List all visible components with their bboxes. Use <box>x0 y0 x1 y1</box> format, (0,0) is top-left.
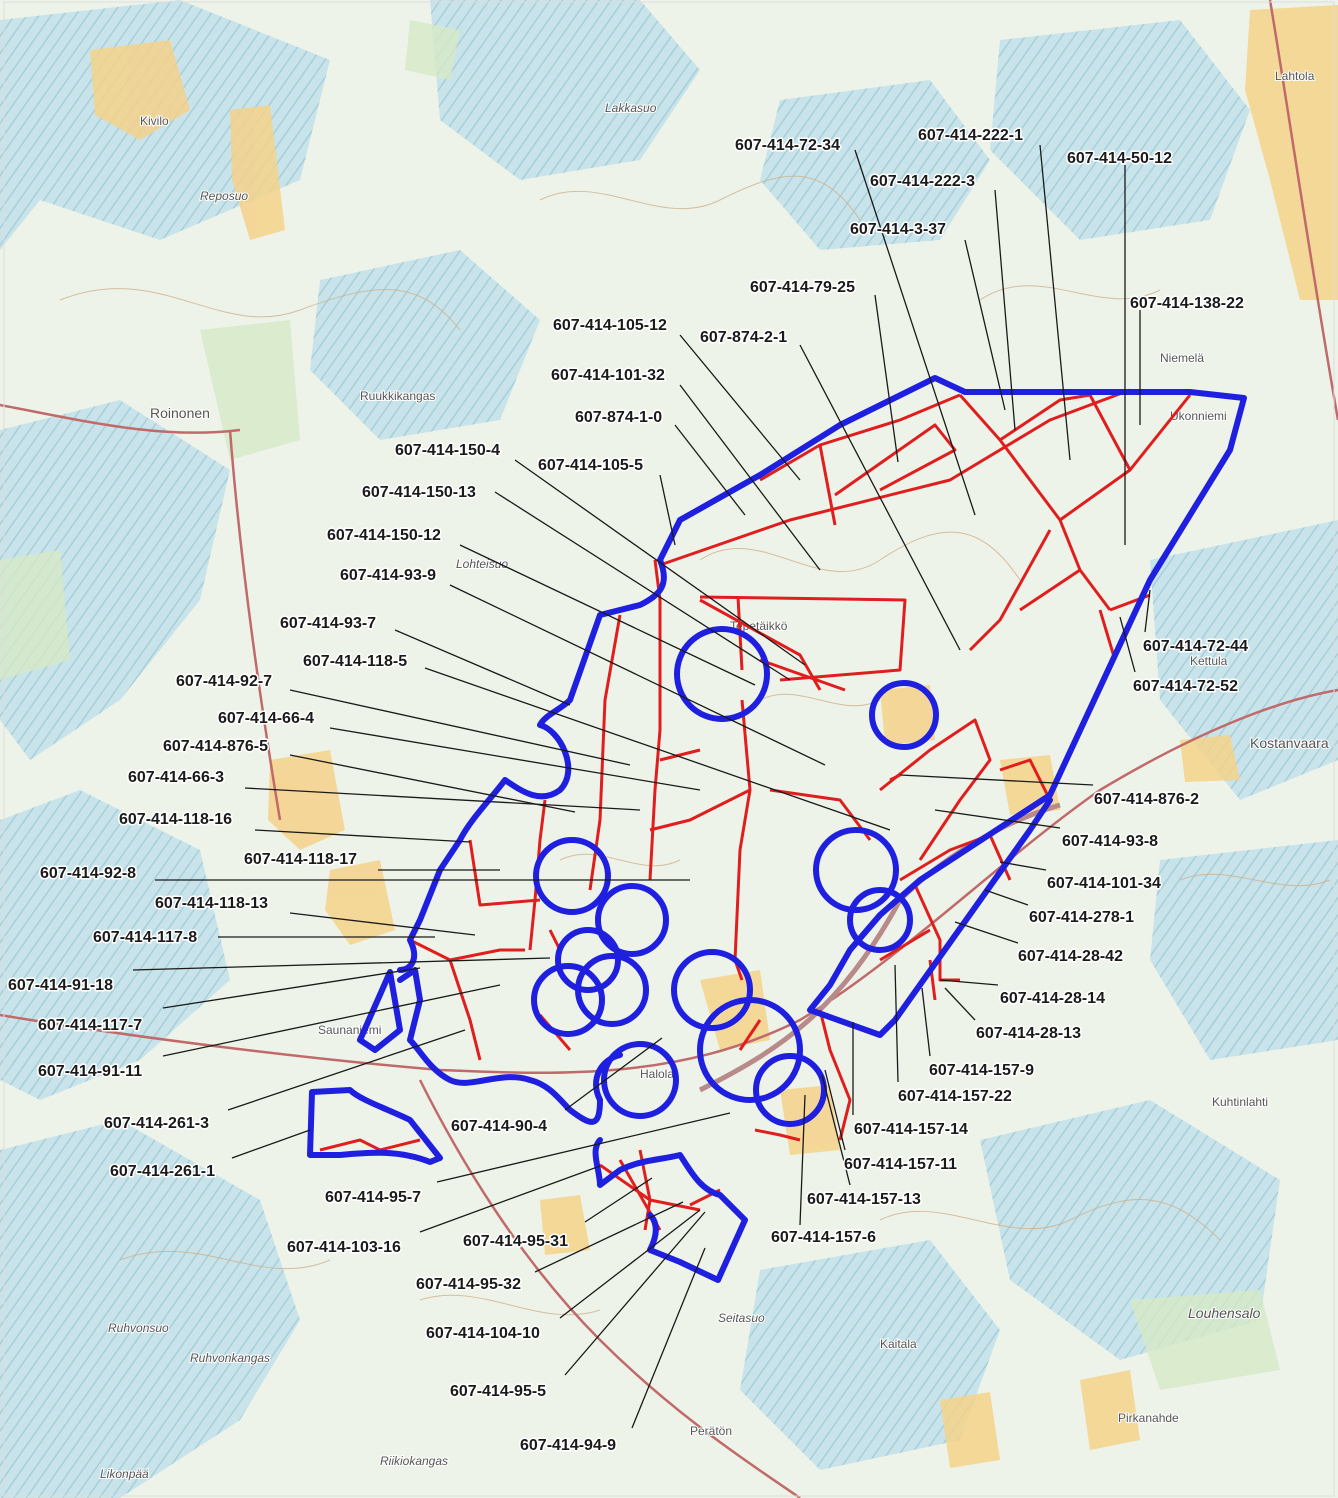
label-leader-lines <box>132 144 1151 1429</box>
place-pirkanahde: Pirkanahde <box>1118 1411 1179 1425</box>
place-halola: Halola <box>640 1067 674 1081</box>
parcel-label[interactable]: 607-414-222-3 <box>869 172 977 192</box>
parcel-label[interactable]: 607-414-118-13 <box>154 894 270 914</box>
parcel-label[interactable]: 607-414-117-8 <box>92 928 199 948</box>
parcel-labels: 607-414-72-34 607-414-222-1 607-414-50-1… <box>7 126 1250 1456</box>
parcel-label[interactable]: 607-414-28-13 <box>975 1024 1083 1044</box>
parcel-label[interactable]: 607-414-101-34 <box>1046 874 1163 894</box>
parcel-label[interactable]: 607-414-157-6 <box>770 1228 878 1248</box>
place-kostanvaara: Kostanvaara <box>1250 735 1329 751</box>
map-border <box>3 1 1335 1497</box>
contour-lines <box>59 175 1331 1316</box>
parcel-label[interactable]: 607-414-105-5 <box>537 456 645 476</box>
parcel-label[interactable]: 607-414-93-7 <box>279 614 378 634</box>
parcel-label[interactable]: 607-414-157-22 <box>897 1087 1014 1107</box>
place-ukonniemi: Ukonniemi <box>1170 409 1227 423</box>
place-kettula: Kettula <box>1190 654 1228 668</box>
parcel-label[interactable]: 607-414-3-37 <box>849 220 948 240</box>
parcel-label[interactable]: 607-414-101-32 <box>550 366 667 386</box>
parcel-label[interactable]: 607-414-95-7 <box>324 1188 423 1208</box>
parcel-label[interactable]: 607-414-92-7 <box>175 672 274 692</box>
parcel-label[interactable]: 607-414-261-1 <box>109 1162 217 1182</box>
place-names: Kivilo Lakkasuo Reposuo Roinonen Ruukkik… <box>99 68 1330 1482</box>
parcel-label[interactable]: 607-414-138-22 <box>1129 294 1246 314</box>
parcel-label[interactable]: 607-414-28-14 <box>999 989 1107 1009</box>
place-niemela: Niemelä <box>1160 351 1204 365</box>
parcel-label[interactable]: 607-414-222-1 <box>917 126 1025 146</box>
parcel-label[interactable]: 607-414-72-44 <box>1142 637 1250 657</box>
place-roinonen: Roinonen <box>150 405 210 421</box>
parcel-label[interactable]: 607-414-278-1 <box>1028 908 1136 928</box>
parcel-label[interactable]: 607-414-157-9 <box>928 1061 1036 1081</box>
parcel-label[interactable]: 607-414-93-8 <box>1061 832 1160 852</box>
parcel-label[interactable]: 607-414-105-12 <box>552 316 669 336</box>
parcel-label[interactable]: 607-414-103-16 <box>286 1238 403 1258</box>
place-lahtola: Lahtola <box>1275 69 1315 83</box>
parcel-label[interactable]: 607-414-150-12 <box>326 526 443 546</box>
parcel-label[interactable]: 607-414-28-42 <box>1017 947 1125 967</box>
parcel-label[interactable]: 607-414-157-14 <box>853 1120 970 1140</box>
place-lohteisuo: Lohteisuo <box>456 557 508 571</box>
parcel-label[interactable]: 607-414-157-11 <box>843 1155 959 1175</box>
place-reposuo: Reposuo <box>200 189 248 203</box>
parcel-label[interactable]: 607-414-876-2 <box>1093 790 1201 810</box>
place-peraton: Perätön <box>690 1424 732 1438</box>
parcel-label[interactable]: 607-414-118-5 <box>302 652 409 672</box>
place-kuhtinlahti: Kuhtinlahti <box>1212 1095 1268 1109</box>
place-riikiokangas: Riikiokangas <box>380 1454 448 1468</box>
place-saunaniemi: Saunaniemi <box>318 1023 381 1037</box>
parcel-label[interactable]: 607-414-90-4 <box>450 1117 549 1137</box>
parcel-label[interactable]: 607-414-95-5 <box>449 1382 548 1402</box>
parcel-label[interactable]: 607-414-72-34 <box>734 136 842 156</box>
parcel-lines <box>319 388 1192 1231</box>
place-seitasuo: Seitasuo <box>718 1311 765 1325</box>
parcel-label[interactable]: 607-874-2-1 <box>699 328 789 348</box>
project-boundary <box>307 375 1247 1283</box>
parcel-label[interactable]: 607-874-1-0 <box>574 408 664 428</box>
parcel-label[interactable]: 607-414-72-52 <box>1132 677 1240 697</box>
place-ruhvonkangas: Ruhvonkangas <box>190 1351 270 1365</box>
parcel-label[interactable]: 607-414-95-32 <box>415 1275 523 1295</box>
parcel-label[interactable]: 607-414-150-4 <box>394 441 502 461</box>
place-ruhvonsuo: Ruhvonsuo <box>108 1321 169 1335</box>
parcel-label[interactable]: 607-414-66-4 <box>217 709 316 729</box>
place-ruukkikangas: Ruukkikangas <box>360 389 435 403</box>
place-likonpaa: Likonpää <box>100 1467 149 1481</box>
place-louhensalo: Louhensalo <box>1188 1305 1261 1321</box>
parcel-label[interactable]: 607-414-91-18 <box>7 976 115 996</box>
parcel-label[interactable]: 607-414-50-12 <box>1066 149 1174 169</box>
parcel-label[interactable]: 607-414-118-17 <box>243 850 359 870</box>
place-lakkasuo: Lakkasuo <box>605 101 657 115</box>
parcel-label[interactable]: 607-414-104-10 <box>425 1324 542 1344</box>
forest-open-areas <box>0 20 1280 1390</box>
parcel-label[interactable]: 607-414-118-16 <box>118 810 234 830</box>
place-kivilo: Kivilo <box>140 114 169 128</box>
parcel-label[interactable]: 607-414-95-31 <box>462 1232 570 1252</box>
parcel-label[interactable]: 607-414-117-7 <box>37 1016 144 1036</box>
parcel-label[interactable]: 607-414-93-9 <box>339 566 438 586</box>
parcel-label[interactable]: 607-414-79-25 <box>749 278 857 298</box>
place-kaitala: Kaitala <box>880 1337 917 1351</box>
parcel-label[interactable]: 607-414-876-5 <box>162 737 270 757</box>
parcel-label[interactable]: 607-414-66-3 <box>127 768 226 788</box>
parcel-label[interactable]: 607-414-150-13 <box>361 483 478 503</box>
parcel-label[interactable]: 607-414-92-8 <box>39 864 138 884</box>
parcel-label[interactable]: 607-414-91-11 <box>37 1062 144 1082</box>
parcel-label[interactable]: 607-414-261-3 <box>103 1114 211 1134</box>
parcel-label[interactable]: 607-414-157-13 <box>806 1190 923 1210</box>
parcel-label[interactable]: 607-414-94-9 <box>519 1436 618 1456</box>
